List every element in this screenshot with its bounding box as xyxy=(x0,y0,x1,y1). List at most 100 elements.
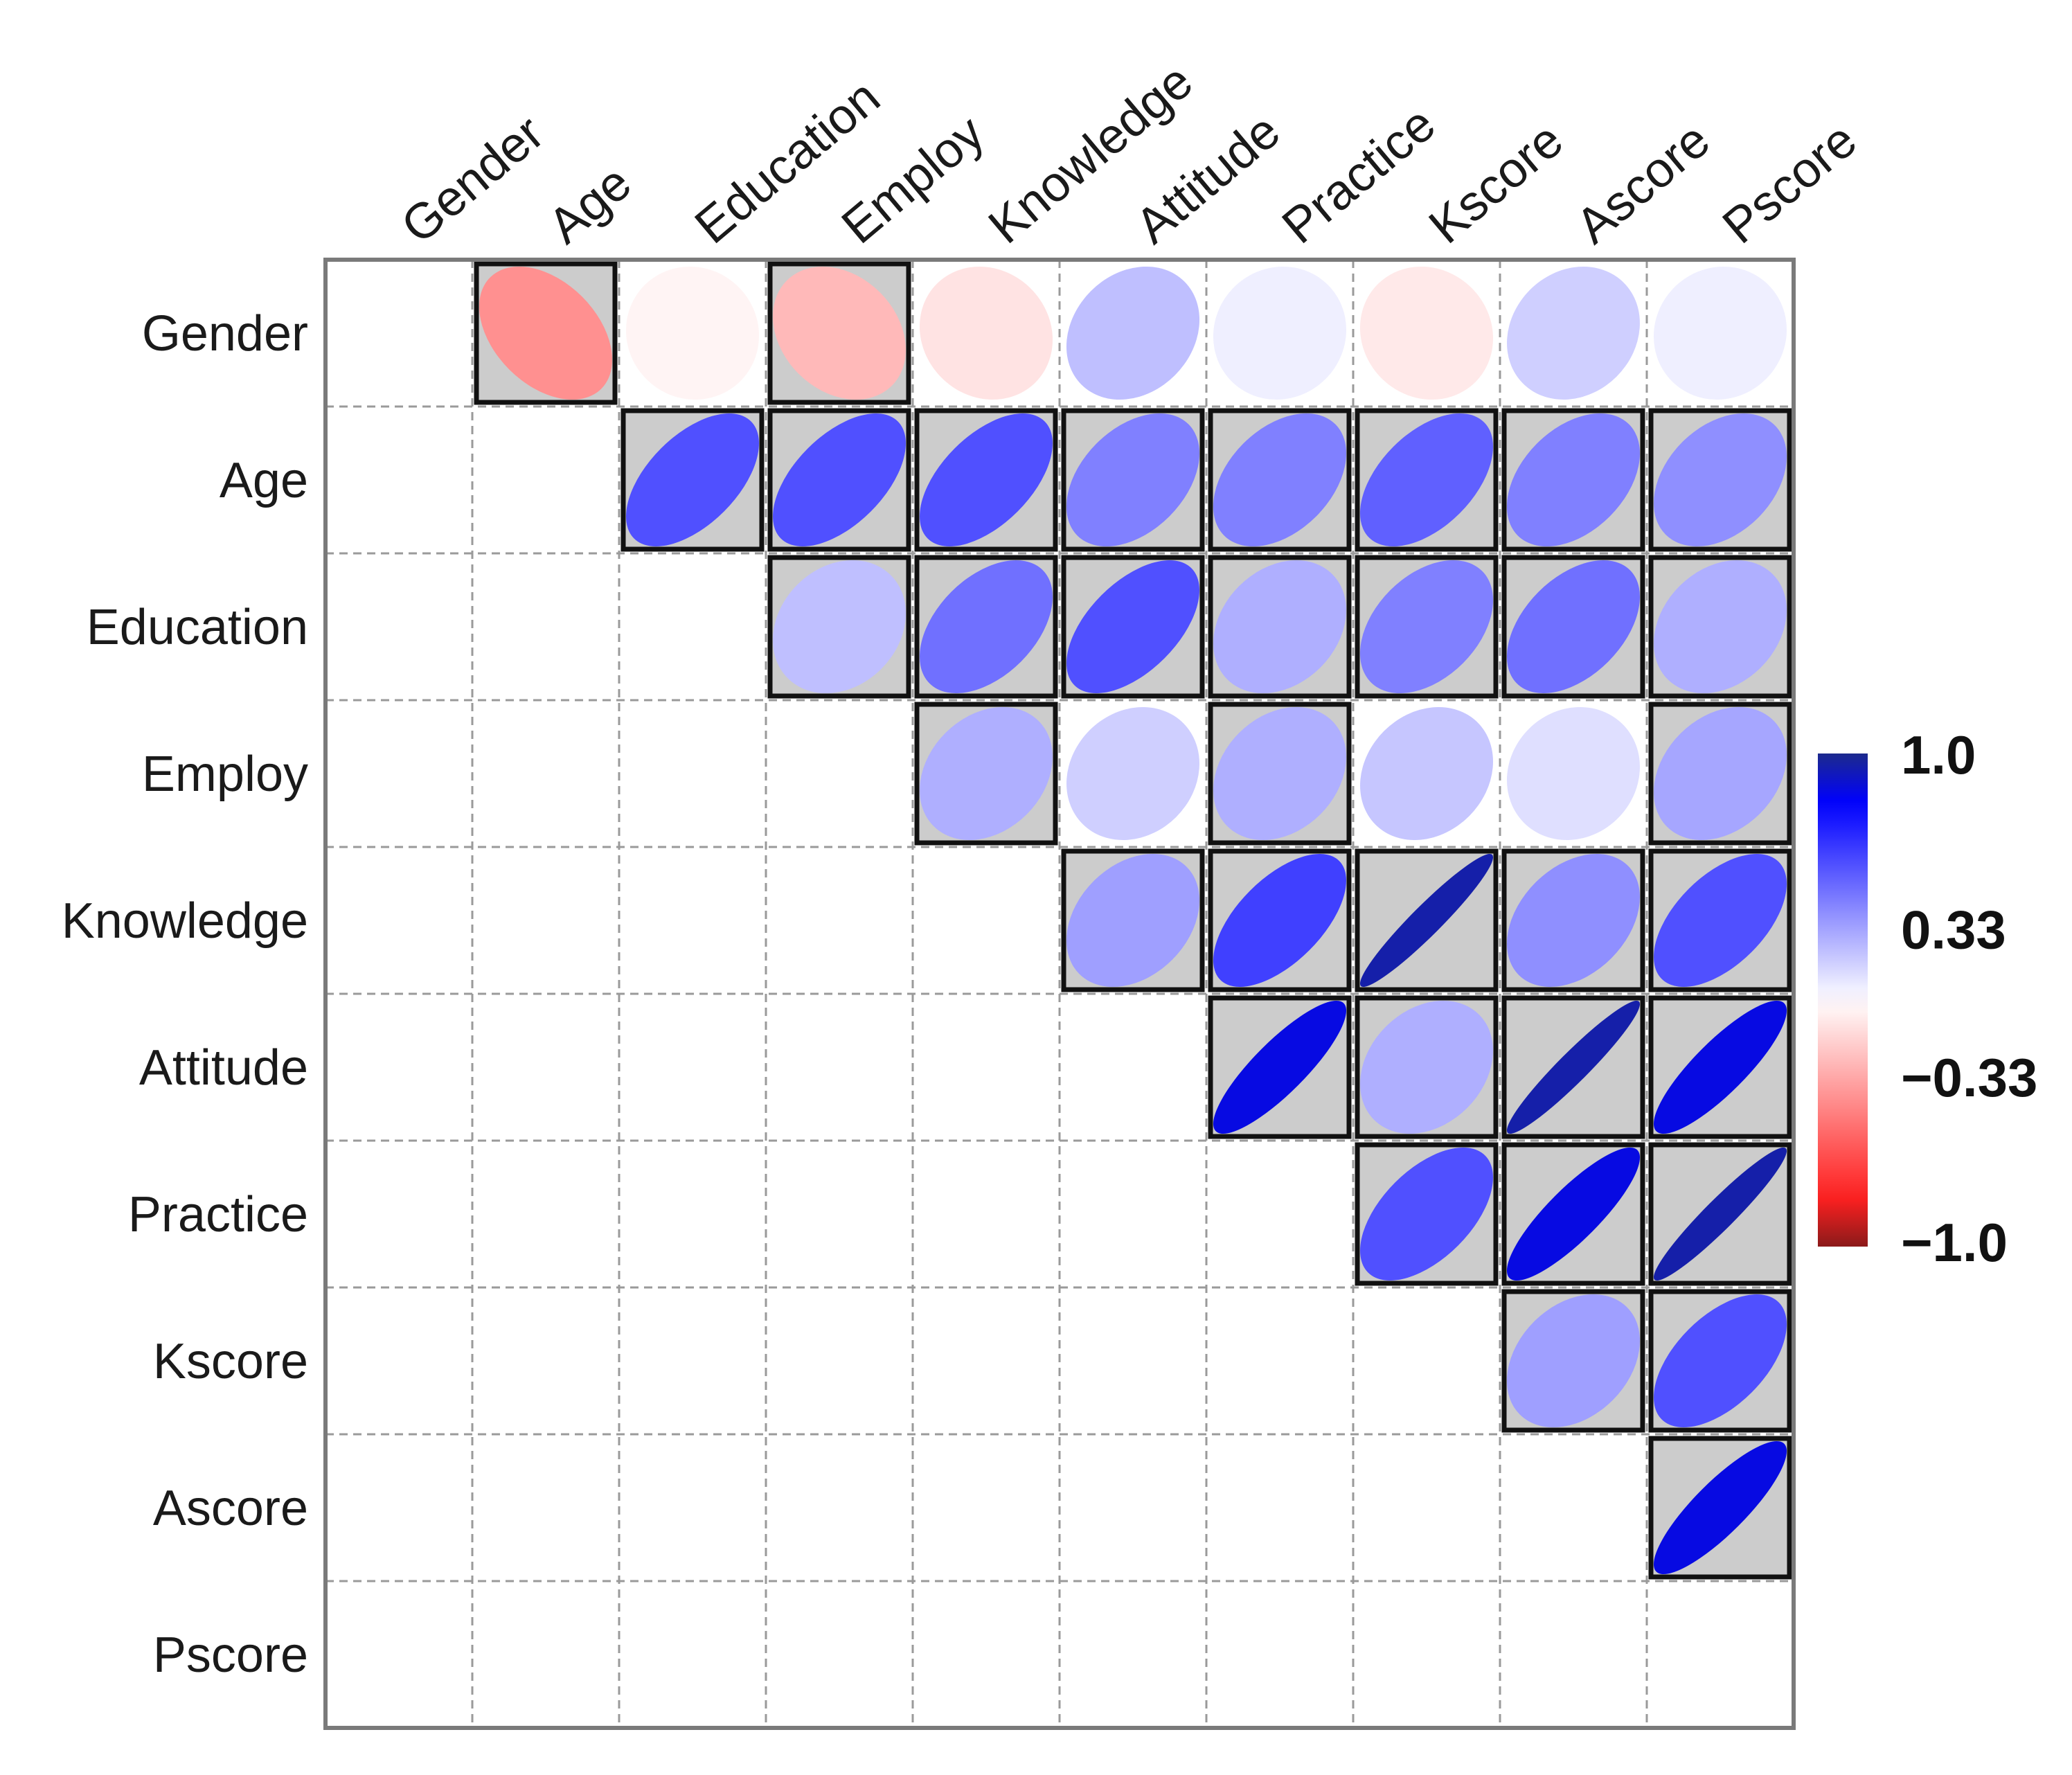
correlation-ellipse xyxy=(625,266,760,400)
correlation-ellipse xyxy=(1359,413,1494,547)
column-label-age: Age xyxy=(538,155,642,255)
correlation-ellipse xyxy=(1360,1001,1493,1134)
correlation-ellipse xyxy=(1066,266,1200,400)
row-label-ascore: Ascore xyxy=(153,1481,308,1536)
correlation-ellipse xyxy=(1506,706,1641,841)
row-label-education: Education xyxy=(87,600,308,655)
correlation-ellipse xyxy=(1653,266,1787,400)
correlation-ellipse xyxy=(919,560,1053,694)
matrix-plot-area: GenderAgeEducationEmployKnowledgeAttitud… xyxy=(62,53,1867,1730)
matrix-cell-knowledge-attitude xyxy=(1061,848,1205,992)
correlation-ellipse xyxy=(1359,560,1494,694)
colorbar-tick-label: −0.33 xyxy=(1901,1047,2037,1108)
colorbar-tick-label: 0.33 xyxy=(1901,899,2006,960)
correlation-ellipse xyxy=(1066,853,1200,988)
matrix-frame xyxy=(323,258,1796,1730)
matrix-cell-knowledge-practice xyxy=(1208,848,1352,992)
correlation-ellipse xyxy=(1359,266,1494,400)
matrix-cell-practice-kscore xyxy=(1355,1142,1499,1286)
row-label-attitude: Attitude xyxy=(139,1040,308,1096)
correlation-ellipse xyxy=(1066,707,1199,840)
correlation-ellipse xyxy=(773,413,906,546)
matrix-cell-knowledge-pscore xyxy=(1648,848,1792,992)
correlation-ellipse xyxy=(1506,1294,1641,1428)
correlation-ellipse xyxy=(1653,1440,1787,1575)
matrix-cell-attitude-practice xyxy=(1208,995,1352,1139)
correlation-ellipse xyxy=(1507,854,1640,987)
correlation-ellipse xyxy=(1506,1147,1641,1281)
correlation-ellipse xyxy=(1213,707,1346,840)
correlation-ellipse xyxy=(1506,413,1641,547)
correlation-ellipse xyxy=(1507,267,1640,400)
matrix-cell-practice-pscore xyxy=(1648,1142,1792,1286)
matrix-cell-gender-kscore xyxy=(1359,266,1494,400)
matrix-cell-kscore-pscore xyxy=(1648,1289,1792,1433)
correlation-ellipse xyxy=(1654,413,1787,546)
correlation-ellipse xyxy=(1213,413,1347,547)
matrix-cell-attitude-kscore xyxy=(1355,995,1499,1139)
correlation-ellipse xyxy=(1653,1147,1787,1281)
correlation-ellipse xyxy=(1654,560,1787,693)
matrix-cell-gender-knowledge xyxy=(919,266,1053,400)
matrix-cell-education-knowledge xyxy=(914,555,1058,699)
matrix-cell-age-practice xyxy=(1208,408,1352,552)
correlation-ellipse xyxy=(1506,1000,1641,1134)
correlation-ellipse xyxy=(479,266,613,400)
correlation-ellipse xyxy=(1506,560,1641,694)
matrix-cell-age-kscore xyxy=(1355,408,1499,552)
correlation-ellipse xyxy=(919,266,1053,400)
matrix-cell-education-employ xyxy=(767,555,911,699)
column-label-practice: Practice xyxy=(1272,96,1446,254)
matrix-cell-age-knowledge xyxy=(914,408,1058,552)
matrix-cell-employ-kscore xyxy=(1360,707,1493,840)
correlation-ellipse xyxy=(1654,854,1787,987)
correlation-ellipse xyxy=(1654,1294,1787,1427)
row-label-employ: Employ xyxy=(142,747,308,802)
correlation-ellipse xyxy=(1213,560,1346,693)
correlation-ellipse xyxy=(772,560,906,694)
matrix-cell-employ-pscore xyxy=(1648,702,1792,846)
column-label-pscore: Pscore xyxy=(1713,112,1867,254)
matrix-cell-practice-ascore xyxy=(1501,1142,1645,1286)
matrix-cell-attitude-ascore xyxy=(1501,995,1645,1139)
correlation-ellipse xyxy=(1213,1000,1347,1134)
column-label-gender: Gender xyxy=(391,105,554,255)
matrix-cell-gender-ascore xyxy=(1507,267,1640,400)
column-label-kscore: Kscore xyxy=(1419,112,1573,254)
correlation-ellipse xyxy=(626,413,759,546)
row-label-pscore: Pscore xyxy=(153,1627,308,1683)
correlation-ellipse xyxy=(920,707,1053,840)
matrix-cell-gender-practice xyxy=(1213,266,1347,400)
matrix-cell-kscore-ascore xyxy=(1501,1289,1645,1433)
colorbar: 1.00.33−0.33−1.0 xyxy=(1818,724,2037,1273)
colorbar-tick-label: −1.0 xyxy=(1901,1212,2008,1273)
matrix-cell-knowledge-ascore xyxy=(1501,848,1645,992)
correlation-ellipse xyxy=(773,267,906,400)
matrix-cell-gender-employ xyxy=(767,261,911,405)
row-label-kscore: Kscore xyxy=(153,1334,308,1389)
correlation-ellipse xyxy=(1360,707,1493,840)
row-label-practice: Practice xyxy=(128,1187,308,1242)
correlation-ellipse xyxy=(1653,1000,1787,1134)
matrix-cell-ascore-pscore xyxy=(1648,1436,1792,1580)
correlation-ellipse xyxy=(1653,706,1787,841)
matrix-cell-knowledge-kscore xyxy=(1355,848,1499,992)
matrix-cell-education-pscore xyxy=(1648,555,1792,699)
matrix-cell-employ-practice xyxy=(1208,702,1352,846)
correlation-ellipse xyxy=(1359,853,1494,988)
matrix-cell-age-ascore xyxy=(1501,408,1645,552)
correlation-ellipse xyxy=(1360,1148,1493,1281)
correlation-ellipse xyxy=(1066,413,1200,547)
matrix-cell-age-pscore xyxy=(1648,408,1792,552)
matrix-cell-employ-knowledge xyxy=(914,702,1058,846)
matrix-cell-education-attitude xyxy=(1061,555,1205,699)
row-label-knowledge: Knowledge xyxy=(62,893,308,949)
matrix-cell-gender-age xyxy=(474,261,618,405)
row-label-gender: Gender xyxy=(142,306,308,362)
column-label-ascore: Ascore xyxy=(1566,112,1720,254)
matrix-cell-gender-pscore xyxy=(1653,266,1787,400)
colorbar-gradient xyxy=(1818,753,1868,1247)
matrix-cell-employ-ascore xyxy=(1506,706,1641,841)
matrix-cell-age-attitude xyxy=(1061,408,1205,552)
